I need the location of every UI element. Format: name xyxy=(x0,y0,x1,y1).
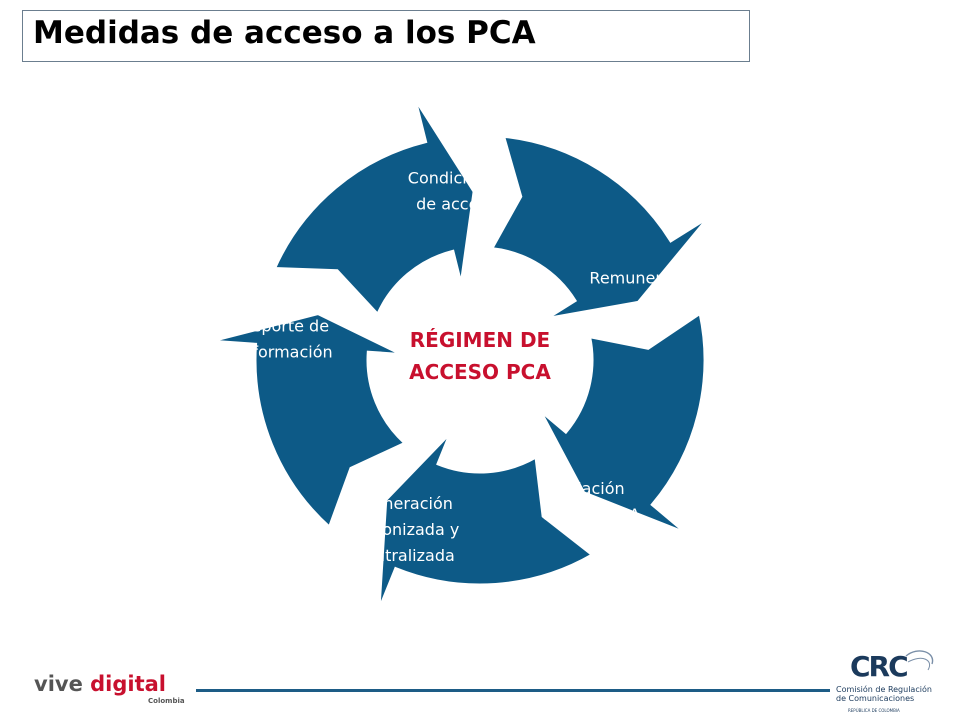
segment-label-remuneracion: Remuneración xyxy=(589,269,705,288)
segment-label-line: Condiciones xyxy=(408,169,505,188)
logo-word-vive: vive xyxy=(34,672,83,696)
center-label: RÉGIMEN DE ACCESO PCA xyxy=(409,328,551,384)
page-title: Medidas de acceso a los PCA xyxy=(33,15,536,51)
arrow-segment-relacion xyxy=(538,310,707,535)
segment-label-line: Relación xyxy=(557,479,625,498)
arrow-segment-reporte xyxy=(210,311,408,530)
logo-word-digital: digital xyxy=(90,672,167,696)
crc-swoosh-icon xyxy=(905,650,934,671)
vive-digital-logo: vive digital xyxy=(34,672,166,696)
crc-line-2: de Comunicaciones xyxy=(836,694,915,703)
crc-logo: CRC Comisión de Regulación de Comunicaci… xyxy=(836,648,952,714)
center-label-line: ACCESO PCA xyxy=(409,360,551,384)
segment-label-reporte: Reporte de Información xyxy=(237,317,332,362)
segment-label-line: Usuario-PCA xyxy=(541,505,640,524)
arrow-segment-remuneracion xyxy=(489,134,711,321)
crc-line-1: Comisión de Regulación xyxy=(836,685,932,694)
title-box: Medidas de acceso a los PCA xyxy=(22,10,750,62)
segment-label-line: Remuneración xyxy=(589,269,705,288)
segment-label-line: Información xyxy=(237,343,332,362)
footer-divider xyxy=(196,689,830,692)
segment-label-condiciones: Condiciones de acceso xyxy=(408,169,505,214)
segment-label-line: de acceso xyxy=(416,195,496,214)
logo-subtitle: Colombia xyxy=(148,697,185,705)
arrow-segment-numeracion xyxy=(377,431,596,611)
segment-label-line: Armonizada y xyxy=(349,520,459,539)
crc-line-3: REPÚBLICA DE COLOMBIA xyxy=(848,708,900,713)
segment-label-line: Numeración xyxy=(356,494,453,513)
center-label-line: RÉGIMEN DE xyxy=(410,328,550,352)
crc-mark: CRC xyxy=(850,650,909,683)
segment-label-line: Reporte de xyxy=(241,317,329,336)
arrow-segment-condiciones xyxy=(272,97,476,318)
segment-label-line: Centralizada xyxy=(354,546,455,565)
